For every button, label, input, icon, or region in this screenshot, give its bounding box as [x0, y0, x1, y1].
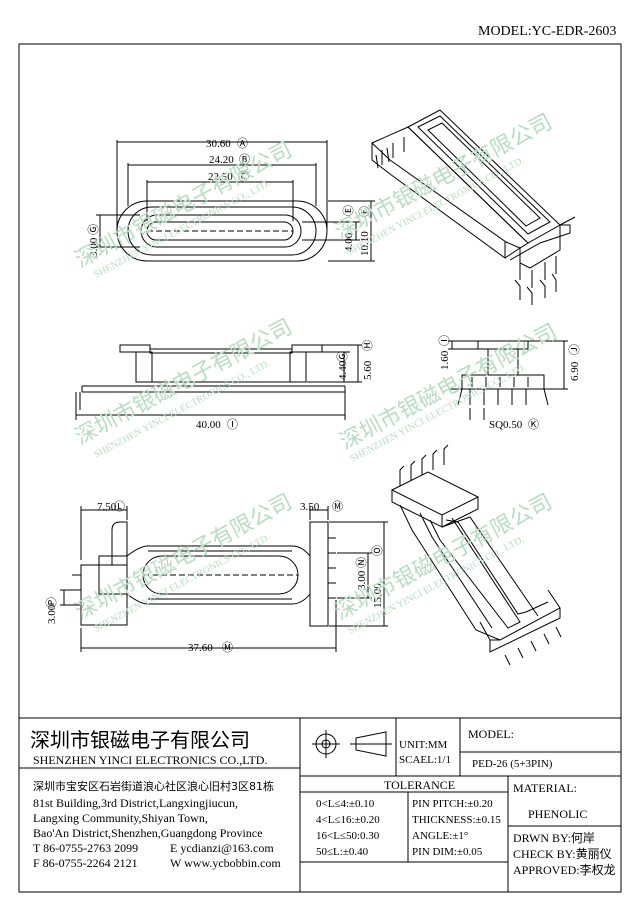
dim-bot-o: 15.00: [372, 583, 384, 608]
model-header: MODEL:YC-EDR-2603: [478, 24, 617, 39]
svg-text:Ⓘ: Ⓘ: [227, 418, 238, 431]
address-en-2: Langxing Community,Shiyan Town,: [33, 811, 208, 825]
svg-text:Ⓞ: Ⓞ: [371, 545, 384, 556]
tolerance-2: 4<L≤16:±0.20: [316, 814, 380, 826]
tolerance-3: 16<L≤50:0.30: [316, 830, 380, 842]
email: E ycdianzi@163.com: [170, 841, 274, 855]
checked-by: CHECK BY:黄丽仪: [513, 847, 612, 861]
unit: UNIT:MM: [399, 739, 448, 751]
svg-text:Ⓙ: Ⓙ: [568, 344, 581, 355]
dim-bot-p: 3.00: [46, 604, 58, 624]
tolerance-1: 0<L≤4:±0.10: [316, 798, 375, 810]
dim-top-g: 3.00: [88, 237, 100, 257]
dim-top-f: 10.10: [359, 231, 371, 256]
dim-top-e: 4.00: [343, 232, 355, 252]
pin-dim: PIN DIM:±0.05: [412, 846, 483, 858]
tel: T 86-0755-2763 2099: [33, 841, 139, 855]
tolerance-4: 50≤L:±0.40: [316, 846, 369, 858]
website: W www.ycbobbin.com: [170, 856, 281, 870]
dim-top-c: 22.50: [208, 171, 233, 183]
thickness: THICKNESS:±0.15: [412, 814, 501, 826]
drawn-by: DRWN BY:何岸: [513, 831, 595, 845]
svg-text:Ⓚ: Ⓚ: [528, 418, 539, 431]
side-view: [75, 344, 362, 420]
pin-pitch: PIN PITCH:±0.20: [412, 798, 493, 810]
dim-bot-l: 7.50: [97, 501, 117, 513]
bottom-view: [60, 506, 388, 652]
svg-text:Ⓑ: Ⓑ: [239, 153, 250, 166]
svg-text:Ⓖ: Ⓖ: [87, 224, 100, 235]
svg-text:Ⓝ: Ⓝ: [355, 557, 368, 568]
svg-text:深圳市银磁电子有限公司: 深圳市银磁电子有限公司: [71, 137, 296, 273]
end-view: [448, 340, 568, 420]
dim-side-g: 4.40: [337, 360, 349, 380]
dim-end-k: SQ0.50: [489, 419, 523, 431]
dim-end-j: 6.90: [569, 361, 581, 381]
dim-bot-m: 3.50: [300, 501, 320, 513]
address-en-3: Bao'An District,Shenzhen,Guangdong Provi…: [33, 826, 263, 840]
dim-top-a: 30.60: [206, 138, 231, 150]
dim-top-b: 24.20: [209, 154, 234, 166]
title-block: [18, 717, 622, 893]
dim-bot-n: 3.00: [356, 570, 368, 590]
company-name-cn: 深圳市银磁电子有限公司: [30, 728, 250, 752]
angle: ANGLE:±1°: [412, 830, 469, 842]
material-label: MATERIAL:: [513, 781, 577, 795]
svg-text:深圳市银磁电子有限公司: 深圳市银磁电子有限公司: [331, 109, 556, 245]
iso-view-top: [371, 109, 576, 305]
address-cn: 深圳市宝安区石岩街道浪心社区浪心旧村3区81栋: [33, 780, 274, 793]
address-en-1: 81st Building,3rd District,Langxingjiucu…: [33, 796, 238, 810]
company-name-en: SHENZHEN YINCI ELECTRONICS CO.,LTD.: [33, 753, 268, 767]
svg-text:深圳市银磁电子有限公司: 深圳市银磁电子有限公司: [331, 489, 556, 625]
material-value: PHENOLIC: [528, 807, 588, 821]
svg-text:Ⓜ: Ⓜ: [222, 641, 233, 654]
dim-side-len: 40.00: [196, 419, 221, 431]
scale: SCAEL:1/1: [399, 754, 451, 766]
svg-text:Ⓜ: Ⓜ: [332, 500, 343, 513]
svg-text:Ⓗ: Ⓗ: [361, 340, 374, 351]
dim-side-h: 5.60: [362, 360, 374, 380]
svg-text:Ⓔ: Ⓔ: [342, 205, 355, 216]
dim-end-i: 1.60: [439, 350, 451, 370]
dim-bot-total: 37.60: [188, 642, 213, 654]
svg-text:Ⓐ: Ⓐ: [237, 137, 248, 150]
svg-text:Ⓒ: Ⓒ: [238, 170, 249, 183]
iso-view-bottom: [390, 444, 562, 666]
model-label: MODEL:: [468, 727, 514, 741]
svg-text:Ⓖ: Ⓖ: [336, 351, 349, 362]
tolerance-label: TOLERANCE: [384, 778, 456, 792]
svg-text:Ⓘ: Ⓘ: [438, 335, 451, 346]
approved-by: APPROVED:李权龙: [513, 863, 616, 877]
svg-text:Ⓛ: Ⓛ: [114, 500, 125, 513]
top-view: [96, 140, 375, 262]
svg-text:Ⓟ: Ⓟ: [45, 597, 58, 608]
fax: F 86-0755-2264 2121: [33, 856, 138, 870]
model-value: PED-26 (5+3PIN): [472, 758, 553, 770]
svg-text:Ⓕ: Ⓕ: [358, 206, 371, 217]
